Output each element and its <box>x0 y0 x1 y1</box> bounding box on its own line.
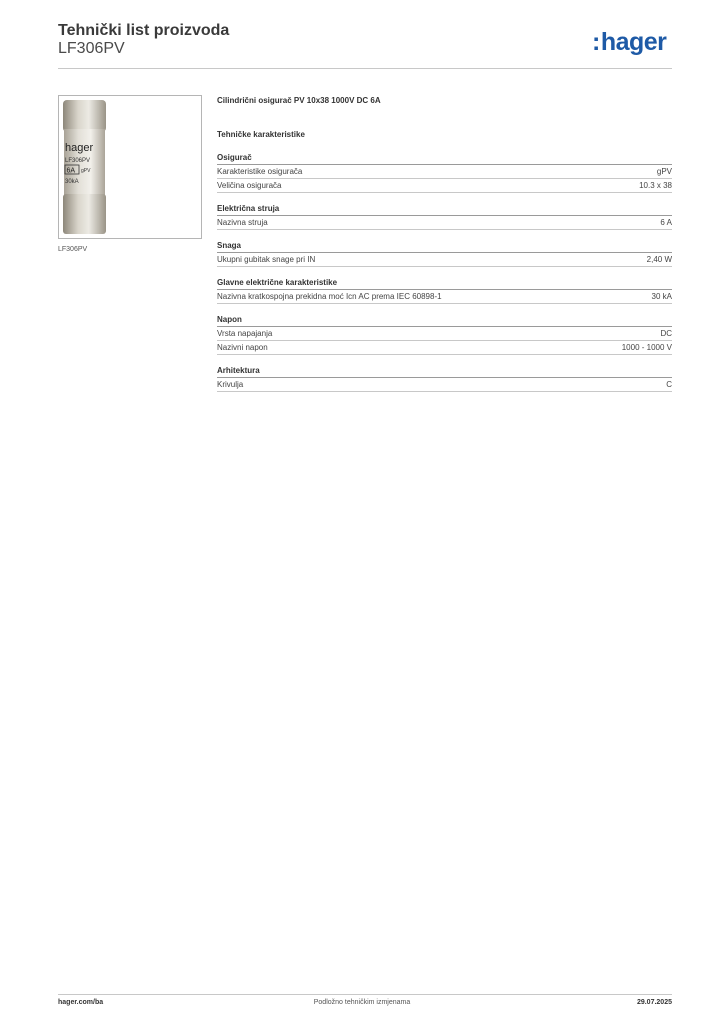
spec-row: Nazivna kratkospojna prekidna moć Icn AC… <box>217 290 672 304</box>
spec-row: Karakteristike osigurača gPV <box>217 165 672 179</box>
spec-value: DC <box>660 329 672 338</box>
spec-label: Krivulja <box>217 380 244 389</box>
spec-value: 1000 - 1000 V <box>621 343 672 352</box>
product-description: Cilindrični osigurač PV 10x38 1000V DC 6… <box>217 96 381 105</box>
spec-label: Ukupni gubitak snage pri IN <box>217 255 316 264</box>
group-title: Napon <box>217 314 672 327</box>
spec-row: Nazivni napon 1000 - 1000 V <box>217 341 672 355</box>
group-title: Električna struja <box>217 203 672 216</box>
spec-label: Vrsta napajanja <box>217 329 273 338</box>
spec-row: Vrsta napajanja DC <box>217 327 672 341</box>
spec-content: Cilindrični osigurač PV 10x38 1000V DC 6… <box>217 96 672 392</box>
product-code: LF306PV <box>58 40 125 57</box>
group-napon: Napon Vrsta napajanja DC Nazivni napon 100… <box>217 314 672 355</box>
hager-logo: :hager <box>592 28 667 56</box>
spec-value: 10.3 x 38 <box>639 181 672 190</box>
spec-value: C <box>666 380 672 389</box>
group-osigurac: Osigurač Karakteristike osigurača gPV Vel… <box>217 152 672 193</box>
fuse-image: hager LF306PV 6A gPV 30kA <box>63 100 106 234</box>
spec-row: Veličina osigurača 10.3 x 38 <box>217 179 672 193</box>
group-title: Snaga <box>217 240 672 253</box>
spec-value: 30 kA <box>651 292 672 301</box>
footer-divider <box>58 994 672 995</box>
footer-date: 29.07.2025 <box>636 999 672 1006</box>
group-title: Arhitektura <box>217 365 672 378</box>
spec-label: Nazivni napon <box>217 343 268 352</box>
spec-value: 2,40 W <box>646 255 672 264</box>
photo-caption: LF306PV <box>58 246 88 253</box>
footer-website: hager.com/ba <box>58 999 104 1006</box>
spec-row: Nazivna struja 6 A <box>217 216 672 230</box>
page-title: Tehnički list proizvoda <box>58 22 230 39</box>
group-glavne-karakteristike: Glavne električne karakteristike Nazivna… <box>217 277 672 304</box>
spec-label: Veličina osigurača <box>217 181 282 190</box>
group-arhitektura: Arhitektura Krivulja C <box>217 365 672 392</box>
footer-note: Podložno tehničkim izmjenama <box>313 999 411 1006</box>
svg-text:30kA: 30kA <box>65 179 79 185</box>
spec-row: Ukupni gubitak snage pri IN 2,40 W <box>217 253 672 267</box>
spec-label: Nazivna struja <box>217 218 268 227</box>
svg-text:LF306PV: LF306PV <box>65 158 90 164</box>
spec-label: Karakteristike osigurača <box>217 167 303 176</box>
product-photo: hager LF306PV 6A gPV 30kA <box>58 95 202 239</box>
header-divider <box>58 68 672 69</box>
spec-value: 6 A <box>660 218 672 227</box>
fuse-brand-text: hager <box>65 142 93 154</box>
section-heading: Tehničke karakteristike <box>217 130 305 139</box>
group-elektricna-struja: Električna struja Nazivna struja 6 A <box>217 203 672 230</box>
svg-text:6A: 6A <box>67 168 76 175</box>
group-snaga: Snaga Ukupni gubitak snage pri IN 2,40 W <box>217 240 672 267</box>
group-title: Osigurač <box>217 152 672 165</box>
spec-label: Nazivna kratkospojna prekidna moć Icn AC… <box>217 292 442 301</box>
group-title: Glavne električne karakteristike <box>217 277 672 290</box>
spec-row: Krivulja C <box>217 378 672 392</box>
spec-value: gPV <box>656 167 672 176</box>
svg-text:gPV: gPV <box>81 168 91 174</box>
